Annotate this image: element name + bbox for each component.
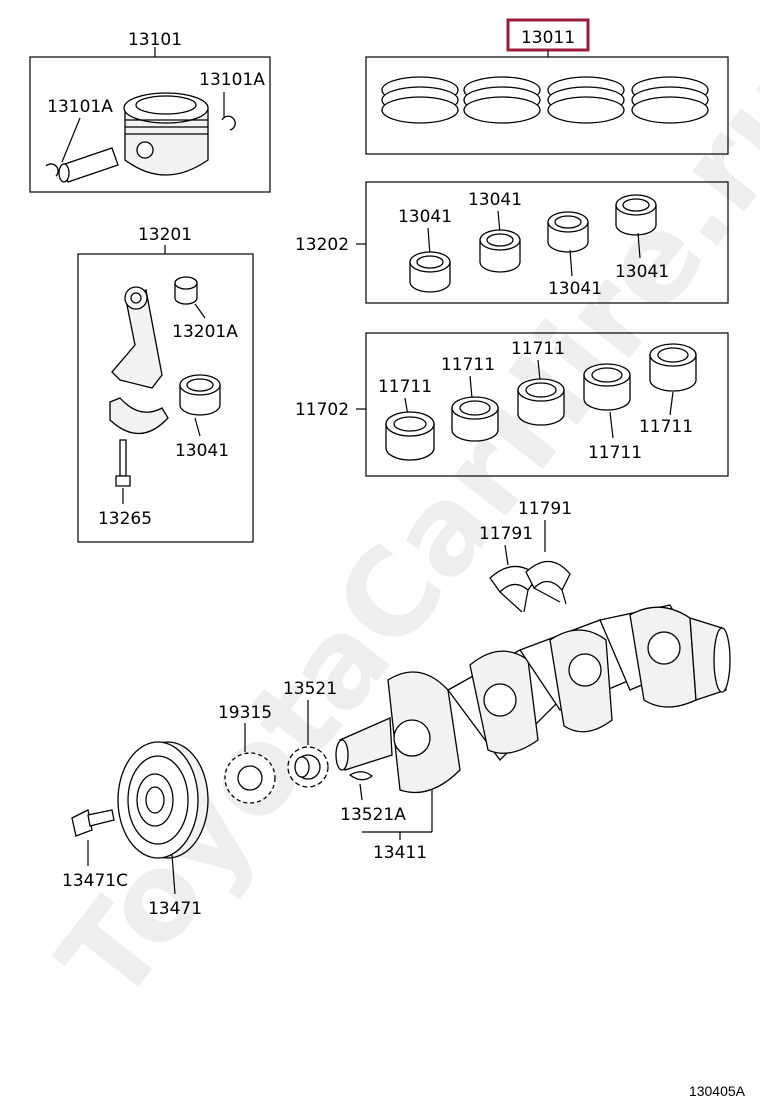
crankshaft[interactable] [335,604,731,794]
piston-ring-stack-2[interactable] [463,76,541,124]
piston-pin-clip-label-left[interactable]: 13101A [47,97,113,117]
piston-pin-clip-label-right[interactable]: 13101A [199,70,265,90]
conrod-group: 13201 13201A 13041 13265 [77,225,254,543]
thrust-washer-b[interactable] [525,560,571,592]
main-bearing-box [365,332,729,477]
conrod-label[interactable]: 13201 [138,225,192,245]
piston-ring-set-label[interactable]: 13011 [521,28,575,48]
piston-group-box [29,56,271,193]
conrod-bolt-label[interactable]: 13265 [98,509,152,529]
crank-key[interactable] [348,771,374,781]
crank-sprocket-label[interactable]: 13521 [283,679,337,699]
piston[interactable] [123,92,209,176]
crank-pulley-bolt[interactable] [71,809,115,837]
piston-label[interactable]: 13101 [128,30,182,50]
connecting-rod[interactable] [109,286,169,435]
conrod-bushing[interactable] [174,276,198,305]
conrod-bolt[interactable] [115,439,131,487]
main-bearing-1[interactable] [385,411,435,461]
piston-ring-set-box [365,56,729,155]
conrod-bushing-label[interactable]: 13201A [172,322,238,342]
main-bearing-group: 11702 11711 11711 11711 11711 [295,332,729,477]
main-bearing-4[interactable] [583,363,631,411]
conrod-bearing-label-4[interactable]: 13041 [615,262,669,282]
timing-rotor[interactable] [224,752,276,804]
main-bearing-label-3[interactable]: 11711 [511,339,565,359]
watermark: ToyotaCarHire.ru [33,38,760,1028]
conrod-bearing-2[interactable] [479,229,521,273]
conrod-bearing-label-2[interactable]: 13041 [468,190,522,210]
crank-pulley-bolt-label[interactable]: 13471C [62,871,128,891]
conrod-bearing-label[interactable]: 13041 [175,441,229,461]
crank-pulley-label[interactable]: 13471 [148,899,202,919]
conrod-bearing-half[interactable] [179,374,221,416]
piston-pin-clip-left[interactable] [45,163,59,177]
piston-ring-stack-4[interactable] [631,76,709,124]
piston-ring-stack-1[interactable] [381,76,459,124]
crank-sprocket[interactable] [287,746,329,788]
main-bearing-2[interactable] [451,396,499,442]
piston-ring-stack-3[interactable] [547,76,625,124]
figure-number: 130405A [689,1083,746,1099]
thrust-washer-label-a[interactable]: 11791 [479,524,533,544]
timing-rotor-label[interactable]: 19315 [218,703,272,723]
conrod-bearing-label-1[interactable]: 13041 [398,207,452,227]
main-bearing-label-1[interactable]: 11711 [378,377,432,397]
conrod-bearing-set-label[interactable]: 13202 [295,235,349,255]
conrod-bearing-3[interactable] [547,211,589,253]
piston-ring-set-group: 13011 [365,18,729,155]
main-bearing-5[interactable] [649,343,697,392]
main-bearing-3[interactable] [517,378,565,426]
piston-pin-clip-right[interactable] [221,115,236,131]
piston-group: 13101 13101A 13101A [29,30,271,193]
conrod-bearing-label-3[interactable]: 13041 [548,279,602,299]
main-bearing-set-label[interactable]: 11702 [295,400,349,420]
conrod-bearing-box [365,181,729,304]
main-bearing-label-2[interactable]: 11711 [441,355,495,375]
thrust-washer-label-b[interactable]: 11791 [518,499,572,519]
conrod-bearing-1[interactable] [409,251,451,293]
conrod-box [77,253,254,543]
crankshaft-label[interactable]: 13411 [373,843,427,863]
main-bearing-label-5[interactable]: 11711 [639,417,693,437]
conrod-bearing-4[interactable] [615,194,657,236]
crank-key-label[interactable]: 13521A [340,805,406,825]
crank-pulley[interactable] [117,741,209,859]
thrust-washers: 11791 11791 [479,499,572,613]
main-bearing-label-4[interactable]: 11711 [588,443,642,463]
conrod-bearing-group: 13202 13041 13041 13041 13041 [295,181,729,304]
piston-pin[interactable] [58,147,119,183]
